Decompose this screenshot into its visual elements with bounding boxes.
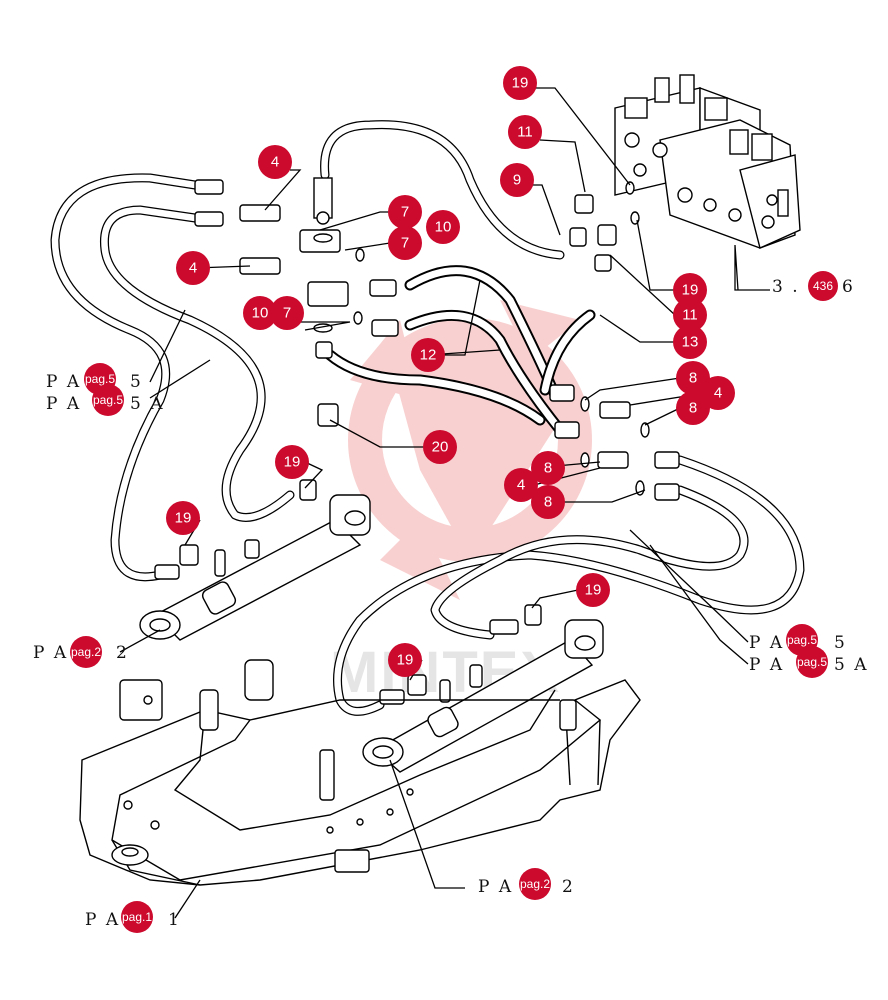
watermark xyxy=(348,300,592,600)
ref-left-hose-2[interactable]: P A pag.5 5 A xyxy=(46,384,165,416)
callout-8-seal-a[interactable]: 8 xyxy=(676,361,710,395)
svg-text:19: 19 xyxy=(175,510,192,527)
callout-13-hose[interactable]: 13 xyxy=(673,325,707,359)
callout-4-adapter-right[interactable]: 4 xyxy=(701,376,735,410)
svg-text:P A: P A xyxy=(85,910,120,930)
callout-4-adapter-mid[interactable]: 4 xyxy=(176,251,210,285)
svg-text:P A: P A xyxy=(749,655,784,675)
svg-text:4: 4 xyxy=(189,260,197,277)
callout-19-cyl-left-top[interactable]: 19 xyxy=(275,445,309,479)
callout-8-seal-d[interactable]: 8 xyxy=(531,485,565,519)
ref-right-hose-2[interactable]: P A pag.5 5 A xyxy=(749,646,869,678)
callout-10-tee-low[interactable]: 10 xyxy=(243,296,277,330)
callout-12-hoses[interactable]: 12 xyxy=(411,338,445,372)
svg-text:20: 20 xyxy=(432,439,449,456)
hoses xyxy=(50,120,805,716)
svg-text:8: 8 xyxy=(544,460,552,477)
callout-7-seal-low[interactable]: 7 xyxy=(270,296,304,330)
ref-valve[interactable]: 3 . 436 6 xyxy=(772,271,855,301)
svg-text:11: 11 xyxy=(682,307,698,324)
svg-text:5: 5 xyxy=(130,372,143,392)
svg-text:436: 436 xyxy=(813,279,833,293)
svg-text:8: 8 xyxy=(544,494,552,511)
svg-text:4: 4 xyxy=(271,154,279,171)
callout-19-cyl-right-top[interactable]: 19 xyxy=(576,573,610,607)
svg-text:11: 11 xyxy=(517,124,533,141)
left-lift-cylinder xyxy=(139,479,371,641)
callout-19-valve-right[interactable]: 19 xyxy=(673,273,707,307)
svg-text:pag.2: pag.2 xyxy=(520,877,550,891)
ref-right-hose-1[interactable]: P A pag.5 5 xyxy=(749,624,847,656)
svg-text:4: 4 xyxy=(714,385,722,402)
svg-text:12: 12 xyxy=(420,347,437,364)
svg-text:P A: P A xyxy=(46,394,81,414)
control-valve-block xyxy=(614,74,801,249)
callout-19-valve[interactable]: 19 xyxy=(503,66,537,100)
svg-text:19: 19 xyxy=(512,75,529,92)
svg-text:3 .: 3 . xyxy=(772,277,800,297)
svg-text:13: 13 xyxy=(682,334,699,351)
svg-text:1: 1 xyxy=(168,910,181,930)
svg-text:pag.5: pag.5 xyxy=(85,372,115,386)
svg-text:P A: P A xyxy=(33,643,68,663)
svg-text:8: 8 xyxy=(689,370,697,387)
callout-9-hose[interactable]: 9 xyxy=(500,163,534,197)
svg-text:P A: P A xyxy=(749,633,784,653)
ref-frame[interactable]: P A pag.1 1 xyxy=(85,901,181,933)
svg-text:7: 7 xyxy=(283,305,291,322)
callout-8-seal-c[interactable]: 8 xyxy=(531,451,565,485)
callout-20-nut[interactable]: 20 xyxy=(423,430,457,464)
svg-text:19: 19 xyxy=(284,454,301,471)
svg-text:pag.1: pag.1 xyxy=(122,910,152,924)
svg-text:pag.5: pag.5 xyxy=(797,655,827,669)
svg-text:19: 19 xyxy=(682,282,699,299)
svg-text:5 A: 5 A xyxy=(834,655,869,675)
svg-text:8: 8 xyxy=(689,400,697,417)
callout-4-adapter-top[interactable]: 4 xyxy=(258,145,292,179)
svg-text:2: 2 xyxy=(562,877,575,897)
svg-text:pag.5: pag.5 xyxy=(93,393,123,407)
main-frame xyxy=(79,659,641,886)
ref-left-hose-1[interactable]: P A pag.5 5 xyxy=(46,363,143,395)
svg-text:7: 7 xyxy=(401,204,409,221)
svg-text:P A: P A xyxy=(46,372,81,392)
svg-text:5 A: 5 A xyxy=(130,394,165,414)
ref-left-cylinder[interactable]: P A pag.2 2 xyxy=(33,636,129,668)
svg-text:10: 10 xyxy=(435,219,452,236)
right-lift-cylinder xyxy=(362,604,604,773)
callout-10-tee-top[interactable]: 10 xyxy=(426,210,460,244)
svg-text:19: 19 xyxy=(585,582,602,599)
svg-text:9: 9 xyxy=(513,172,521,189)
svg-text:6: 6 xyxy=(842,277,855,297)
svg-text:P A: P A xyxy=(478,877,513,897)
callout-11-elbow-right[interactable]: 11 xyxy=(673,298,707,332)
svg-text:10: 10 xyxy=(252,305,269,322)
callout-4-adapter-low[interactable]: 4 xyxy=(504,468,538,502)
ref-right-cylinder[interactable]: P A pag.2 2 xyxy=(478,868,575,900)
callout-7-seal-top[interactable]: 7 xyxy=(388,195,422,229)
svg-text:5: 5 xyxy=(834,633,847,653)
callout-11-elbow[interactable]: 11 xyxy=(508,115,542,149)
svg-text:7: 7 xyxy=(401,235,409,252)
svg-text:19: 19 xyxy=(397,652,414,669)
svg-text:pag.2: pag.2 xyxy=(71,645,101,659)
callout-7-seal-mid[interactable]: 7 xyxy=(388,226,422,260)
svg-text:4: 4 xyxy=(517,477,525,494)
callout-19-cyl-right[interactable]: 19 xyxy=(388,643,422,677)
svg-text:pag.5: pag.5 xyxy=(787,633,817,647)
svg-text:2: 2 xyxy=(116,643,129,663)
callout-19-cyl-left[interactable]: 19 xyxy=(166,501,200,535)
callout-8-seal-b[interactable]: 8 xyxy=(676,391,710,425)
